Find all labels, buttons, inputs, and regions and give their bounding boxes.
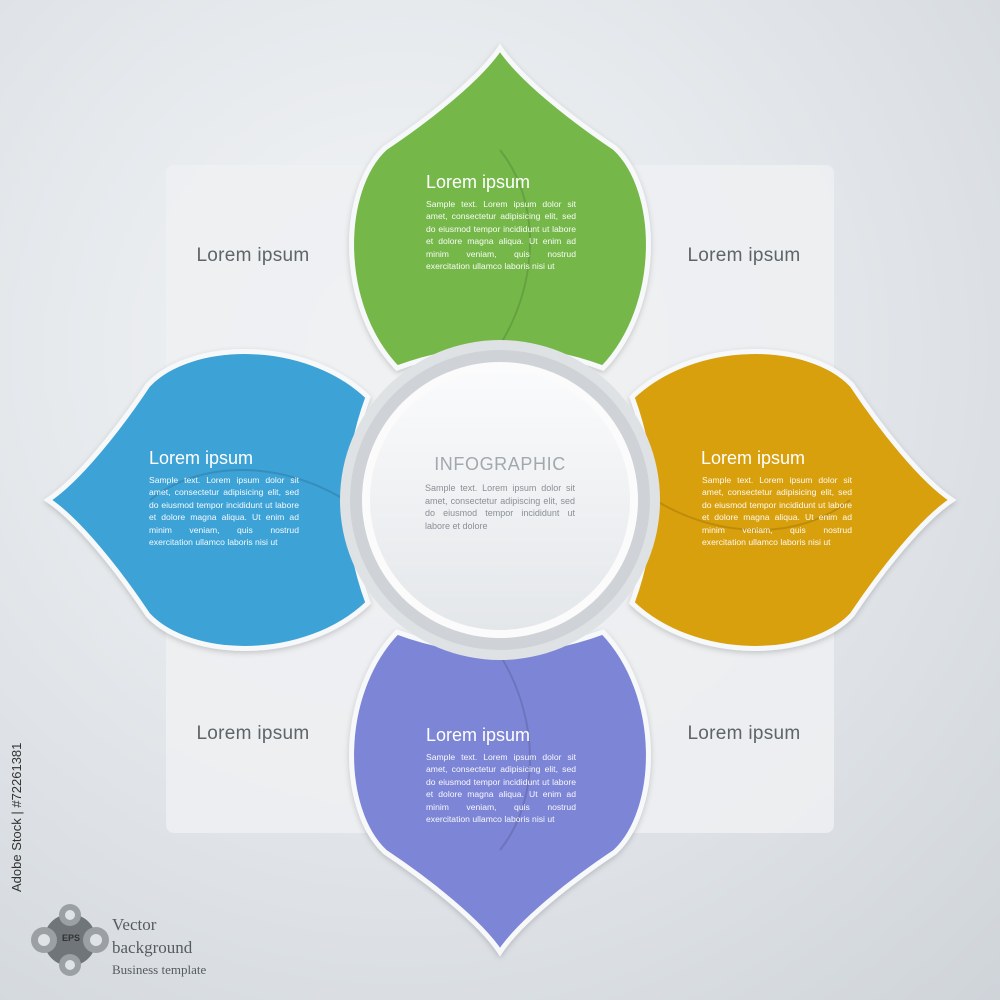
petal-top-text: Sample text. Lorem ipsum dolor sit amet,… xyxy=(426,199,576,272)
footer-background: background xyxy=(112,938,193,957)
petal-bottom-title: Lorem ipsum xyxy=(426,725,531,745)
footer-vector: Vector xyxy=(112,915,157,934)
center-text: Sample text. Lorem ipsum dolor sit amet,… xyxy=(425,483,575,531)
eps-badge: EPS xyxy=(62,933,81,943)
petal-right-text: Sample text. Lorem ipsum dolor sit amet,… xyxy=(702,475,852,548)
petal-top-title: Lorem ipsum xyxy=(426,172,531,192)
petal-left-title: Lorem ipsum xyxy=(149,448,254,468)
label-bottom-right: Lorem ipsum xyxy=(687,723,801,744)
center-title: INFOGRAPHIC xyxy=(434,454,566,474)
label-top-left: Lorem ipsum xyxy=(196,245,310,266)
vector-logo-icon xyxy=(31,904,109,976)
label-bottom-left: Lorem ipsum xyxy=(196,723,310,744)
footer-business-template: Business template xyxy=(112,962,207,977)
petal-left-text: Sample text. Lorem ipsum dolor sit amet,… xyxy=(149,475,299,548)
petal-bottom-text: Sample text. Lorem ipsum dolor sit amet,… xyxy=(426,752,576,825)
label-top-right: Lorem ipsum xyxy=(687,245,801,266)
petal-right-title: Lorem ipsum xyxy=(701,448,806,468)
center-circle xyxy=(370,370,630,630)
stock-id-text: Adobe Stock | #72261381 xyxy=(9,742,24,892)
